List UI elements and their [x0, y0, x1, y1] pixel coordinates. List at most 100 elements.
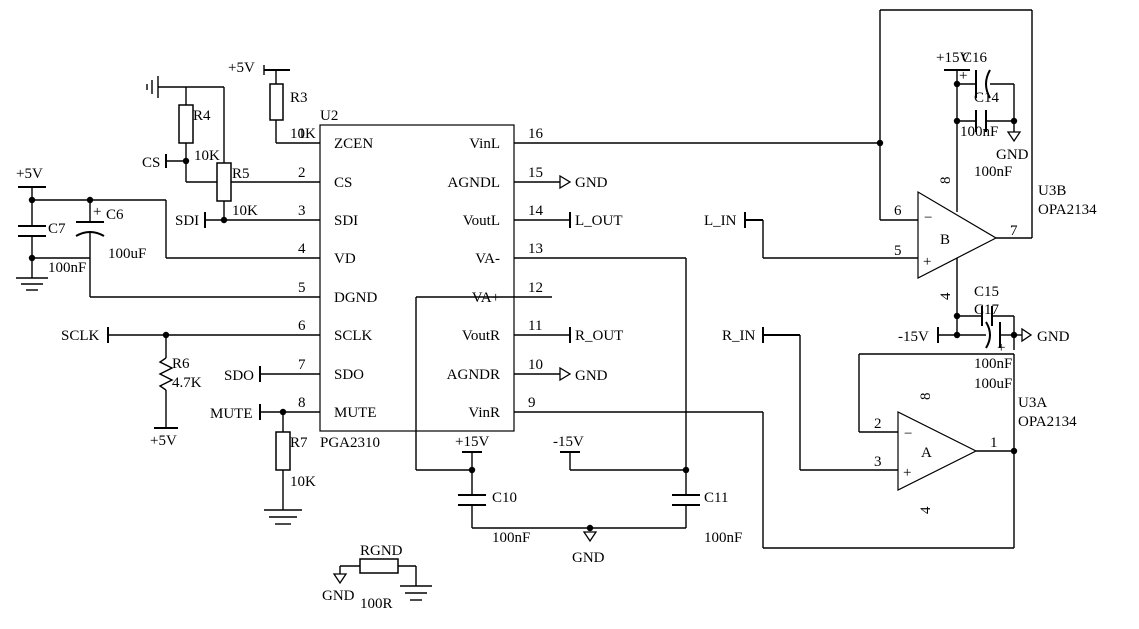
pin-name-agndr: AGNDR	[447, 367, 500, 383]
r5-ref: R5	[232, 166, 250, 182]
net-label-r-in: R_IN	[722, 328, 756, 344]
net-label-p5v-r3: +5V	[228, 60, 255, 76]
pin-num-1: 1	[298, 126, 306, 142]
opamp-u3b-plus: +	[923, 254, 931, 270]
resistor-rgnd: RGND GND 100R	[322, 543, 432, 612]
r4-value: 10K	[194, 148, 220, 164]
pin-name-sdo: SDO	[334, 367, 364, 383]
opamp-u3a-pin-noninv: 3	[874, 454, 882, 470]
ic-u2-ref: U2	[320, 108, 338, 124]
ic-u2-part: PGA2310	[320, 435, 380, 451]
gnd-agndr-text: GND	[575, 368, 608, 384]
resistor-r7: R7 10K	[264, 408, 316, 525]
pin-name-sdi: SDI	[334, 213, 358, 229]
capacitor-c11: -15V C11 100nF	[553, 258, 742, 546]
pin-name-agndl: AGNDL	[448, 175, 501, 191]
net-label-sdi: SDI	[175, 212, 206, 229]
r7-ref: R7	[290, 435, 308, 451]
net-label-l-out: L_OUT	[569, 212, 623, 229]
pin-name-zcen: ZCEN	[334, 136, 373, 152]
opamp-u3a-pin-out: 1	[990, 435, 998, 451]
pin-num-13: 13	[528, 241, 543, 257]
c16-value: 100nF	[974, 164, 1012, 180]
pin-name-vinr: VinR	[468, 405, 500, 421]
pin-num-3: 3	[298, 203, 306, 219]
capacitor-c14-c16: +15V + C16 C14 100nF GND 100nF	[936, 50, 1029, 180]
capacitor-c10: +15V C10 100nF	[415, 296, 530, 546]
gnd-agndl-text: GND	[575, 175, 608, 191]
c17-value: 100uF	[974, 376, 1012, 392]
opamp-u3b-pin-out: 7	[1010, 223, 1018, 239]
opamp-u3a-body	[897, 411, 978, 491]
net-label-p5v-r6: +5V	[150, 433, 177, 449]
pin-name-voutl: VoutL	[463, 213, 500, 229]
pin-name-sclk: SCLK	[334, 328, 373, 344]
net-label-sdo: SDO	[224, 366, 261, 384]
pin-num-2: 2	[298, 165, 306, 181]
pin-num-7: 7	[298, 357, 306, 373]
c16-ref: C16	[962, 50, 988, 66]
opamp-u3a-pin-vpos: 8	[918, 393, 934, 401]
r6-value: 4.7K	[172, 375, 202, 391]
gnd-c14-text: GND	[996, 147, 1029, 163]
ic-u2: U2 PGA2310 1 2 3 4 5 6 7 8 ZCEN CS SDI V…	[90, 108, 880, 451]
pin-num-9: 9	[528, 395, 536, 411]
c15-ref: C15	[974, 284, 999, 300]
net-label-p5v-vd: +5V	[16, 166, 43, 182]
pin-name-dgnd: DGND	[334, 290, 377, 306]
opamp-u3b-part: OPA2134	[1038, 202, 1097, 218]
opamp-u3b-pin-inv: 6	[894, 203, 902, 219]
c10-ref: C10	[492, 490, 517, 506]
resistor-r5: R5 10K	[216, 87, 258, 224]
net-label-sdo-text: SDO	[224, 368, 254, 384]
gnd-caps-text: GND	[572, 550, 605, 566]
c14-value: 100nF	[960, 124, 998, 140]
pin-name-mute: MUTE	[334, 405, 377, 421]
c17-plus: +	[997, 340, 1005, 356]
rgnd-value: 100R	[360, 596, 393, 612]
net-label-sdi-text: SDI	[175, 213, 199, 229]
opamp-u3a-pin-vneg: 4	[918, 506, 934, 514]
pin-num-11: 11	[528, 318, 542, 334]
gnd-symbol-agndr: GND	[559, 366, 608, 384]
opamp-u3a-plus: +	[903, 465, 911, 481]
resistor-r3: +5V R3 10K	[228, 60, 316, 143]
r3-value: 10K	[290, 126, 316, 142]
opamp-u3b-pin-vpos: 8	[938, 177, 954, 185]
net-label-mute: MUTE	[210, 404, 261, 422]
net-label-l-out-text: L_OUT	[575, 213, 623, 229]
pin-name-voutr: VoutR	[462, 328, 500, 344]
c6-plus: +	[93, 204, 101, 220]
opamp-u3b-ref: U3B	[1038, 183, 1066, 199]
ic-u2-body	[319, 124, 515, 432]
gnd-symbol-caps: GND	[472, 524, 686, 566]
opamp-u3a-pin-inv: 2	[874, 416, 882, 432]
resistor-r4: R4 10K	[146, 76, 224, 182]
opamp-u3b-pin-noninv: 5	[894, 243, 902, 259]
rgnd-ref: RGND	[360, 543, 403, 559]
capacitor-c6-c7: +5V C7 100nF + C6 100uF	[16, 166, 167, 297]
c10-value: 100nF	[492, 530, 530, 546]
net-label-l-in: L_IN	[704, 213, 737, 229]
pin-num-16: 16	[528, 126, 544, 142]
net-label-m15v-ic: -15V	[553, 434, 584, 450]
r6-ref: R6	[172, 356, 190, 372]
pin-name-va-plus: VA+	[472, 290, 500, 306]
net-label-mute-text: MUTE	[210, 406, 253, 422]
gnd-c15-text: GND	[1037, 329, 1070, 345]
net-label-cs-text: CS	[142, 155, 160, 171]
c14-ref: C14	[974, 90, 1000, 106]
pin-num-12: 12	[528, 280, 543, 296]
opamp-u3b: B − + U3B OPA2134 6 5 7 8 4 L_IN	[704, 9, 1097, 335]
net-label-cs: CS	[142, 154, 186, 171]
pin-num-14: 14	[528, 203, 544, 219]
opamp-u3a-minus: −	[904, 426, 912, 442]
net-label-r-out: R_OUT	[569, 327, 623, 344]
c17-ref: C17	[974, 302, 1000, 318]
net-label-p15v-op: +15V	[936, 50, 970, 66]
c11-ref: C11	[704, 490, 728, 506]
opamp-u3a-unit: A	[921, 445, 932, 461]
r4-ref: R4	[193, 108, 211, 124]
c16-plus: +	[959, 68, 967, 84]
